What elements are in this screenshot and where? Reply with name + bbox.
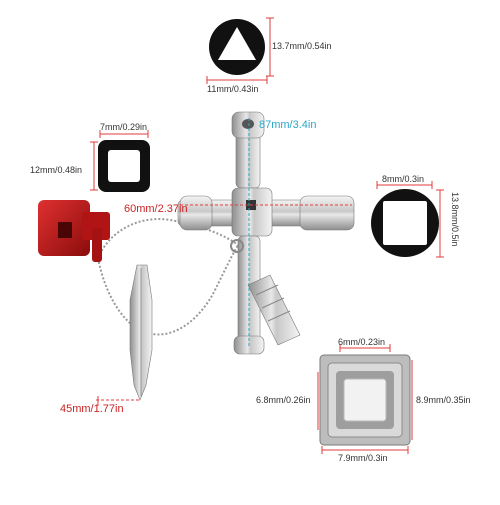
overall-height-label: 87mm/3.4in xyxy=(259,119,317,131)
stepped-outer-width-label: 7.9mm/0.3in xyxy=(338,453,388,463)
overall-width-label: 60mm/2.37in xyxy=(124,203,188,215)
right-square-width-label: 8mm/0.3in xyxy=(382,174,425,184)
stepped-inner-height-label: 6.8mm/0.26in xyxy=(256,395,311,405)
triangle-width-label: 11mm/0.43in xyxy=(207,84,259,94)
right-square-height-label: 13.8mm/0.5in xyxy=(450,192,460,247)
bead-chain xyxy=(97,218,239,336)
square-socket-icon xyxy=(90,130,150,192)
stepped-square-socket-icon xyxy=(317,344,413,454)
small-square-width-label: 7mm/0.29in xyxy=(100,122,148,132)
cross-key xyxy=(177,111,355,355)
stepped-outer-height-label: 8.9mm/0.35in xyxy=(416,395,471,405)
screwdriver-bit xyxy=(129,264,153,401)
square-socket-icon xyxy=(371,181,444,258)
triangle-socket-icon xyxy=(206,17,274,84)
stepped-inner-width-label: 6mm/0.23in xyxy=(338,337,386,347)
bit-length-label: 45mm/1.77in xyxy=(60,403,124,415)
small-square-height-label: 12mm/0.48in xyxy=(30,165,83,175)
triangle-height-label: 13.7mm/0.54in xyxy=(272,41,332,51)
red-key-cap xyxy=(38,200,110,262)
